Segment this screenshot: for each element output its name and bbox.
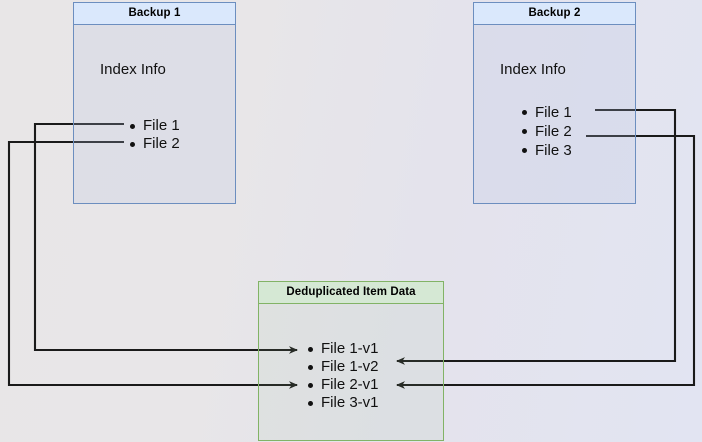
node-backup-1-title: Backup 1 — [74, 3, 235, 25]
node-backup-2-title: Backup 2 — [474, 3, 635, 25]
list-item: File 1 — [128, 117, 180, 135]
list-item: File 2 — [520, 122, 572, 141]
node-deduplicated-item-data[interactable]: Deduplicated Item Data File 1-v1 File 1-… — [258, 281, 444, 441]
list-item: File 2 — [128, 135, 180, 153]
node-backup-1-section-label: Index Info — [100, 61, 166, 78]
node-backup-1[interactable]: Backup 1 Index Info File 1 File 2 — [73, 2, 236, 204]
node-backup-2-section-label: Index Info — [500, 61, 566, 78]
list-item: File 1 — [520, 103, 572, 122]
list-item: File 3-v1 — [306, 394, 379, 412]
node-backup-2[interactable]: Backup 2 Index Info File 1 File 2 File 3 — [473, 2, 636, 204]
node-backup-1-body: Index Info File 1 File 2 — [74, 25, 235, 203]
node-backup-1-file-list: File 1 File 2 — [128, 117, 180, 153]
node-backup-2-body: Index Info File 1 File 2 File 3 — [474, 25, 635, 203]
list-item: File 1-v2 — [306, 358, 379, 376]
node-deduplicated-title: Deduplicated Item Data — [259, 282, 443, 304]
list-item: File 2-v1 — [306, 376, 379, 394]
list-item: File 1-v1 — [306, 340, 379, 358]
node-deduplicated-file-list: File 1-v1 File 1-v2 File 2-v1 File 3-v1 — [306, 340, 379, 412]
list-item: File 3 — [520, 141, 572, 160]
node-backup-2-file-list: File 1 File 2 File 3 — [520, 103, 572, 160]
node-deduplicated-body: File 1-v1 File 1-v2 File 2-v1 File 3-v1 — [259, 304, 443, 440]
